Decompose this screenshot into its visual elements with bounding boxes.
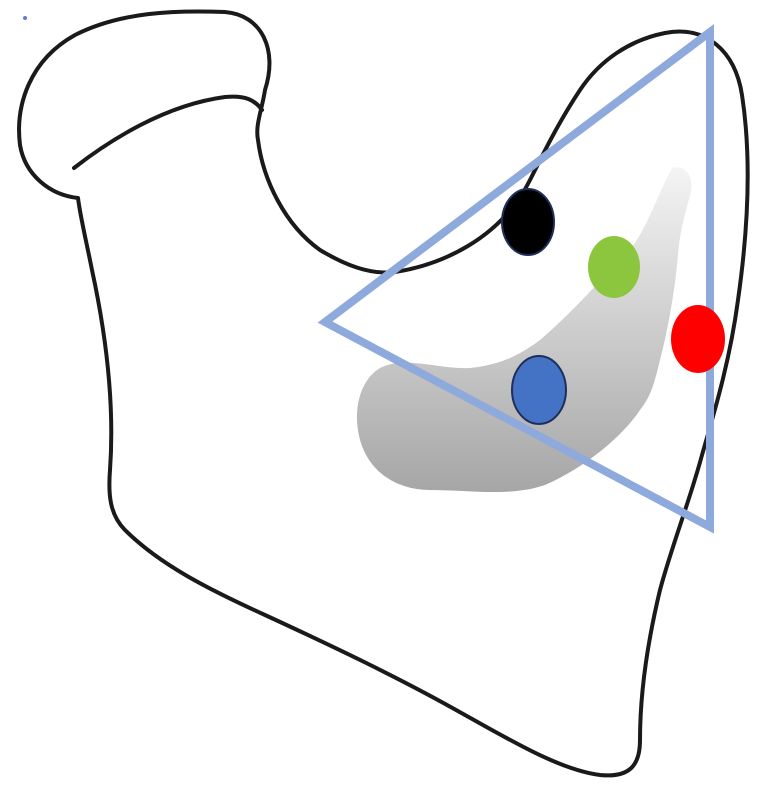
green-marker [588,236,640,298]
corner-dot [23,16,27,20]
black-marker [502,189,554,255]
blue-marker [512,356,566,424]
condyle-inner-line [74,97,262,168]
red-marker [671,305,725,373]
